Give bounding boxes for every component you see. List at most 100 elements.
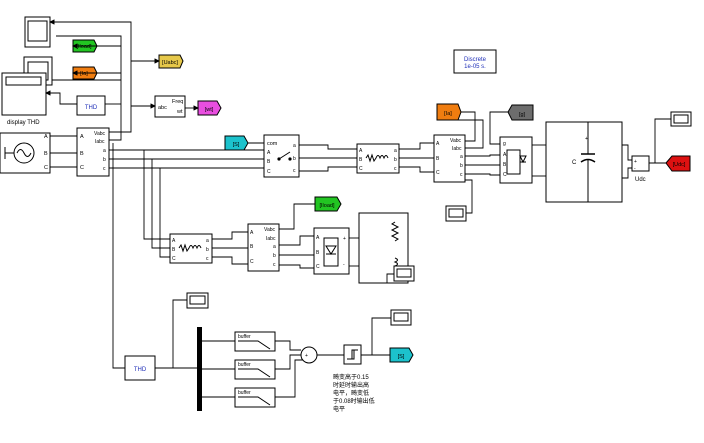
svg-text:C: C [572, 160, 577, 166]
svg-text:电平，畸变低: 电平，畸变低 [333, 389, 369, 397]
svg-text:A: A [80, 134, 84, 140]
svg-text:Iabc: Iabc [95, 139, 105, 145]
vi-measurement-1[interactable]: A B C Vabc Iabc a b c [76, 127, 110, 177]
svg-text:B: B [172, 247, 176, 253]
powergui-block[interactable]: Discrete 1e-05 s. [453, 49, 497, 74]
svg-text:b: b [206, 247, 209, 253]
svg-text:时延时输出高: 时延时输出高 [333, 381, 369, 389]
svg-text:+: + [585, 136, 588, 142]
svg-text:a: a [206, 238, 209, 244]
goto-ia-right[interactable]: [Ia] [436, 103, 462, 121]
scope-relay[interactable] [390, 309, 412, 326]
diode-rectifier[interactable]: A B C + - [313, 227, 350, 275]
svg-text:Vabc: Vabc [264, 227, 276, 233]
dc-link-capacitor[interactable]: C + [545, 121, 623, 203]
three-phase-breaker[interactable]: com A B C a b c [263, 134, 300, 178]
svg-text:B: B [267, 159, 271, 165]
ac-source[interactable]: A B C [0, 132, 51, 174]
svg-text:[Udc]: [Udc] [673, 162, 686, 168]
vi-measurement-3[interactable]: A B C Vabc Iabc a b c [247, 223, 280, 272]
svg-text:于0.08时输出低: 于0.08时输出低 [333, 397, 375, 405]
svg-text:[Uabc]: [Uabc] [162, 60, 178, 66]
svg-text:A: A [359, 148, 363, 154]
svg-text:C: C [503, 172, 507, 178]
sum-block[interactable]: + [300, 346, 318, 364]
svg-text:THD: THD [134, 367, 147, 373]
svg-text:B: B [436, 156, 440, 162]
goto-udc[interactable]: [Udc] [665, 155, 691, 172]
svg-text:B: B [359, 157, 363, 163]
buffer-block-3[interactable]: buffer [234, 387, 276, 408]
svg-text:电平: 电平 [333, 405, 345, 413]
svg-text:a: a [394, 148, 397, 154]
thd-block-top[interactable]: THD [76, 95, 106, 116]
svg-text:C: C [316, 264, 320, 270]
svg-text:A: A [44, 134, 48, 140]
udc-measurement[interactable]: + - [631, 155, 650, 172]
vi-measurement-2[interactable]: A B C Vabc Iabc a b c [433, 134, 466, 183]
scope-load[interactable] [393, 265, 415, 282]
goto-s[interactable]: [S] [389, 347, 414, 363]
display-thd-label: display THD [7, 120, 40, 126]
svg-text:+: + [305, 353, 308, 359]
buffer-block-2[interactable]: buffer [234, 359, 276, 380]
svg-text:1e-05 s.: 1e-05 s. [464, 64, 486, 70]
svg-text:buffer: buffer [238, 390, 251, 396]
series-rl-branch-1[interactable]: A B C a b c [356, 143, 400, 174]
svg-text:畸变高于0.15: 畸变高于0.15 [333, 373, 369, 381]
scope-vi2[interactable] [445, 205, 467, 222]
svg-text:c: c [273, 262, 276, 268]
from-g-tag[interactable]: [g] [507, 104, 534, 121]
from-s-tag[interactable]: [S] [224, 135, 249, 151]
goto-iload-mid[interactable]: [Iload] [314, 196, 342, 212]
svg-text:THD: THD [85, 105, 98, 111]
goto-uabc[interactable]: [Uabc] [158, 54, 184, 69]
svg-text:c: c [394, 166, 397, 172]
svg-text:-: - [634, 166, 636, 172]
relay-annotation: 畸变高于0.15 时延时输出高 电平，畸变低 于0.08时输出低 电平 [333, 373, 375, 413]
svg-text:wt: wt [176, 109, 183, 115]
svg-text:C: C [359, 166, 363, 172]
pll-block[interactable]: Freq abc wt [154, 95, 186, 118]
scope-udc[interactable] [670, 111, 692, 127]
svg-text:[g]: [g] [519, 112, 526, 118]
demux-bar[interactable] [197, 327, 202, 411]
svg-text:b: b [103, 157, 106, 163]
svg-text:-: - [343, 262, 345, 268]
svg-text:Vabc: Vabc [94, 131, 106, 137]
thd-block-bottom[interactable]: THD [124, 355, 156, 381]
scope-top-left[interactable] [24, 16, 51, 48]
svg-text:buffer: buffer [238, 362, 251, 368]
svg-text:a: a [293, 143, 296, 149]
series-rl-branch-2[interactable]: A B C a b c [169, 233, 213, 264]
svg-text:[S]: [S] [398, 354, 405, 360]
svg-text:A: A [250, 230, 254, 236]
svg-text:B: B [250, 244, 254, 250]
svg-text:A: A [267, 150, 271, 156]
svg-text:c: c [103, 166, 106, 172]
goto-wt[interactable]: [wt] [197, 100, 222, 116]
svg-text:com: com [267, 141, 278, 147]
udc-label: Udc [635, 177, 646, 183]
svg-text:C: C [172, 256, 176, 262]
display-thd-block[interactable] [1, 72, 47, 116]
source-wires [50, 135, 77, 168]
svg-text:B: B [503, 162, 507, 168]
svg-text:[Iload]: [Iload] [77, 44, 92, 50]
svg-text:b: b [394, 157, 397, 163]
svg-text:b: b [273, 253, 276, 259]
svg-text:C: C [44, 165, 48, 171]
scope-thd[interactable] [186, 292, 209, 309]
universal-bridge[interactable]: g A B C [499, 136, 533, 184]
relay-block[interactable] [343, 344, 362, 365]
svg-text:[wt]: [wt] [205, 107, 214, 113]
svg-text:Iabc: Iabc [452, 146, 462, 152]
buffer-block-1[interactable]: buffer [234, 331, 276, 352]
svg-text:abc: abc [158, 105, 167, 111]
svg-text:a: a [103, 148, 106, 154]
svg-text:c: c [460, 172, 463, 178]
svg-text:C: C [250, 259, 254, 265]
svg-text:a: a [460, 154, 463, 160]
svg-text:B: B [316, 250, 320, 256]
